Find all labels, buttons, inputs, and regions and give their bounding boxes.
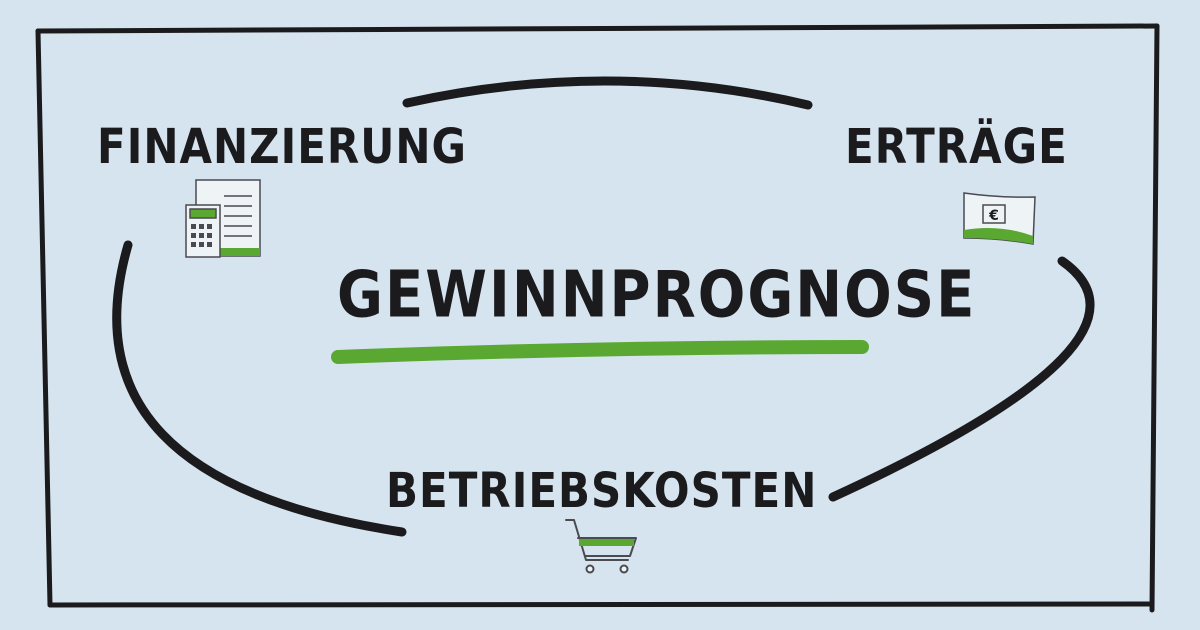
cycle-arrows [112, 76, 1095, 537]
outer-frame [35, 23, 1160, 613]
arc-left [112, 240, 407, 537]
arc-top [402, 76, 813, 110]
arc-right [828, 256, 1095, 502]
euro-symbol: € [988, 208, 999, 224]
node-label-finanzierung: FINANZIERUNG [97, 118, 467, 175]
node-label-betriebskosten: BETRIEBSKOSTEN [386, 462, 818, 519]
center-underline [331, 340, 869, 364]
node-label-ertraege: ERTRÄGE [845, 118, 1068, 175]
center-label: GEWINNPROGNOSE [337, 258, 977, 333]
euro-banknote-icon: € [963, 192, 1036, 245]
shopping-cart-icon [565, 519, 637, 574]
calculator-document-icon [185, 179, 261, 258]
